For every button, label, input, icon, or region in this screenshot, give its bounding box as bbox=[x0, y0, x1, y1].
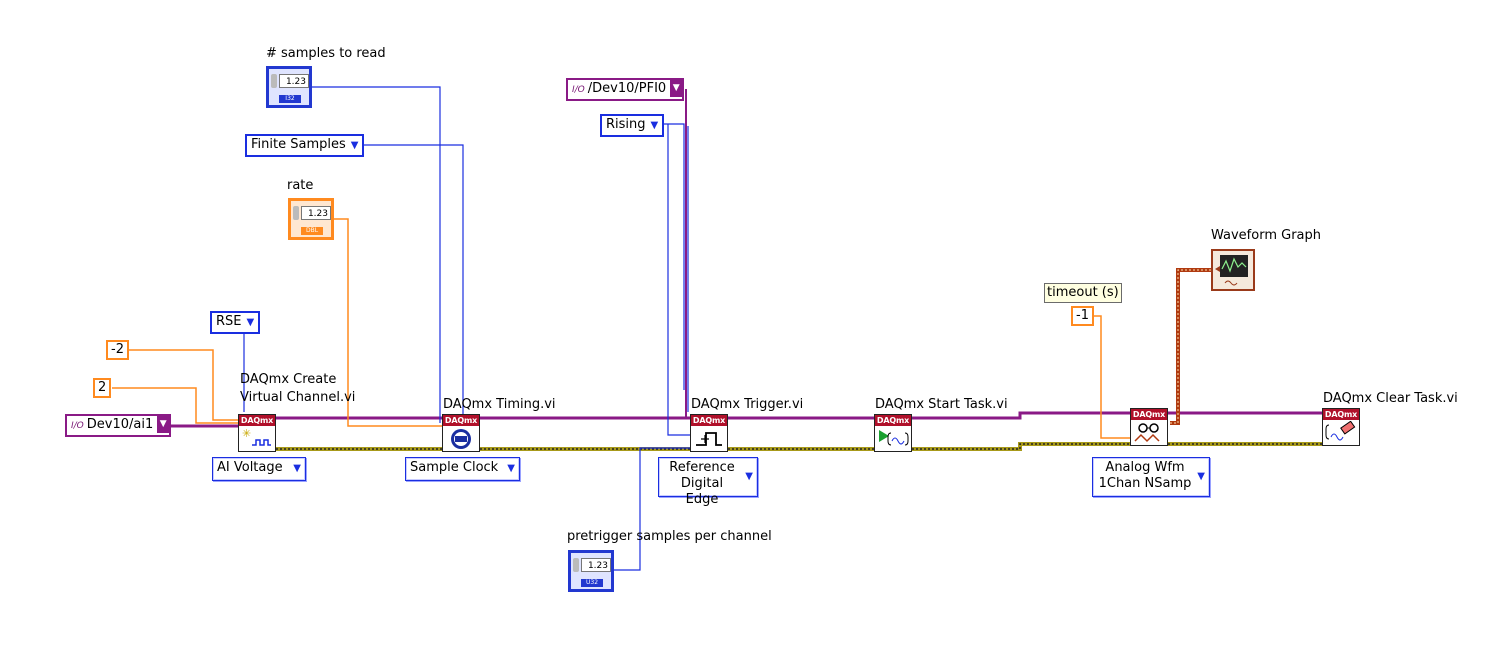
read-type-selector[interactable]: Analog Wfm 1Chan NSamp ▼ bbox=[1092, 457, 1210, 497]
timeout-label: timeout (s) bbox=[1044, 283, 1122, 303]
eraser-icon bbox=[1323, 421, 1359, 445]
waveform-graph-terminal[interactable] bbox=[1211, 249, 1255, 291]
rate-label: rate bbox=[287, 178, 314, 193]
samples-to-read-label: # samples to read bbox=[266, 46, 386, 61]
trigger-vi-label: DAQmx Trigger.vi bbox=[691, 397, 804, 412]
daqmx-trigger-node[interactable]: DAQmx bbox=[690, 414, 728, 452]
control-face: 1.23 bbox=[581, 558, 611, 572]
graph-icon bbox=[1215, 255, 1248, 286]
pretrigger-control[interactable]: 1.23 U32 bbox=[568, 550, 614, 592]
ai-voltage-text: AI Voltage bbox=[217, 460, 283, 475]
vi-header: DAQmx bbox=[1323, 409, 1359, 420]
type-tag: I32 bbox=[279, 95, 301, 103]
pretrigger-label: pretrigger samples per channel bbox=[567, 529, 772, 544]
dropdown-arrow-icon: ▼ bbox=[650, 120, 659, 131]
trigger-source-text: /Dev10/PFI0 bbox=[587, 81, 667, 96]
sample-clock-text: Sample Clock bbox=[410, 460, 499, 475]
sample-clock-selector[interactable]: Sample Clock ▼ bbox=[405, 457, 520, 481]
start-play-icon bbox=[875, 427, 911, 451]
vi-header: DAQmx bbox=[443, 415, 479, 426]
trigger-type-selector[interactable]: Reference Digital Edge ▼ bbox=[658, 457, 758, 507]
dropdown-arrow-icon: ▼ bbox=[745, 471, 753, 482]
read-type-line2: 1Chan NSamp bbox=[1098, 476, 1192, 491]
constant-minus-two[interactable]: -2 bbox=[106, 340, 129, 360]
daqmx-clear-task-node[interactable]: DAQmx bbox=[1322, 408, 1360, 446]
vi-header: DAQmx bbox=[691, 415, 727, 426]
timing-vi-label: DAQmx Timing.vi bbox=[443, 397, 556, 412]
physical-channel-text: Dev10/ai1 bbox=[86, 417, 154, 432]
control-knob bbox=[293, 206, 299, 220]
dropdown-arrow-icon: ▼ bbox=[670, 80, 683, 97]
daqmx-read-node[interactable]: DAQmx bbox=[1130, 408, 1168, 446]
vi-header: DAQmx bbox=[239, 415, 275, 426]
error-wire bbox=[276, 442, 1322, 451]
trigger-edge-icon bbox=[691, 427, 727, 451]
rse-text: RSE bbox=[216, 314, 242, 329]
daqmx-timing-node[interactable]: DAQmx bbox=[442, 414, 480, 452]
type-tag: U32 bbox=[581, 579, 603, 587]
dropdown-arrow-icon: ▼ bbox=[157, 416, 170, 433]
ai-voltage-selector[interactable]: AI Voltage ▼ bbox=[212, 457, 306, 481]
trigger-source-constant[interactable]: I/O/Dev10/PFI0▼ bbox=[566, 78, 685, 101]
orange-wires bbox=[112, 218, 1130, 439]
constant-two[interactable]: 2 bbox=[93, 378, 112, 398]
control-knob bbox=[573, 558, 579, 572]
vi-header: DAQmx bbox=[875, 415, 911, 426]
type-tag: DBL bbox=[301, 227, 323, 235]
trigger-type-line2: Digital Edge bbox=[680, 476, 724, 507]
dropdown-arrow-icon: ▼ bbox=[1197, 471, 1205, 482]
waveform-wire bbox=[1170, 268, 1212, 425]
sample-mode-constant[interactable]: Finite Samples ▼ bbox=[245, 134, 365, 157]
task-wire bbox=[168, 89, 1322, 428]
rse-constant[interactable]: RSE ▼ bbox=[210, 311, 261, 334]
edge-text: Rising bbox=[606, 117, 646, 132]
daqmx-start-task-node[interactable]: DAQmx bbox=[874, 414, 912, 452]
edge-constant[interactable]: Rising ▼ bbox=[600, 114, 665, 137]
sample-mode-text: Finite Samples bbox=[251, 137, 346, 152]
blue-wires bbox=[243, 86, 690, 571]
create-channel-label-line1: DAQmx Create bbox=[240, 372, 337, 387]
daqmx-create-channel-node[interactable]: DAQmx ✳ bbox=[238, 414, 276, 452]
clock-icon bbox=[443, 427, 479, 451]
clear-task-vi-label: DAQmx Clear Task.vi bbox=[1323, 391, 1458, 406]
read-glasses-icon bbox=[1131, 421, 1167, 445]
io-name-icon: I/O bbox=[572, 85, 585, 95]
io-name-icon: I/O bbox=[71, 421, 84, 431]
waveform-graph-label: Waveform Graph bbox=[1211, 228, 1321, 243]
control-face: 1.23 bbox=[279, 74, 309, 88]
samples-to-read-control[interactable]: 1.23 I32 bbox=[266, 66, 312, 108]
dropdown-arrow-icon: ▼ bbox=[246, 317, 255, 328]
vi-header: DAQmx bbox=[1131, 409, 1167, 420]
rate-control[interactable]: 1.23 DBL bbox=[288, 198, 334, 240]
dropdown-arrow-icon: ▼ bbox=[507, 463, 515, 474]
read-type-line1: Analog Wfm bbox=[1105, 460, 1185, 475]
control-knob bbox=[271, 74, 277, 88]
dropdown-arrow-icon: ▼ bbox=[293, 463, 301, 474]
timeout-constant[interactable]: -1 bbox=[1071, 306, 1094, 326]
control-face: 1.23 bbox=[301, 206, 331, 220]
create-channel-icon: ✳ bbox=[239, 427, 275, 451]
start-task-vi-label: DAQmx Start Task.vi bbox=[875, 397, 1008, 412]
trigger-type-line1: Reference bbox=[669, 460, 735, 475]
create-channel-label-line2: Virtual Channel.vi bbox=[240, 390, 356, 405]
svg-text:✳: ✳ bbox=[242, 427, 251, 440]
dropdown-arrow-icon: ▼ bbox=[350, 140, 359, 151]
